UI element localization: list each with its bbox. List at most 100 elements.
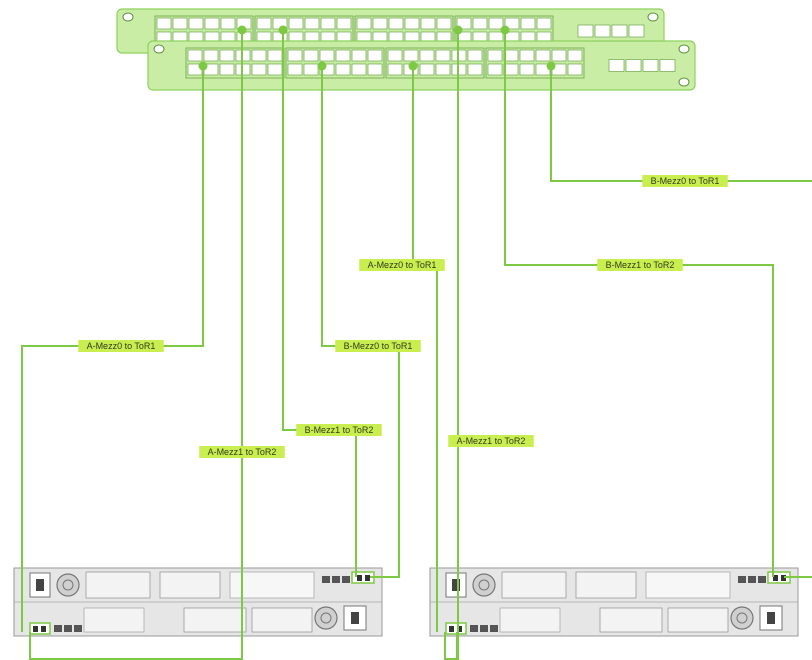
ethernet-port-icon — [356, 17, 372, 30]
cable-label-text: A-Mezz0 to ToR1 — [87, 341, 156, 351]
pcie-slot — [251, 607, 313, 633]
mount-hole-icon — [678, 77, 690, 87]
cable-label-bg — [597, 259, 683, 271]
pcie-slot — [183, 607, 247, 633]
cable-label-bg — [642, 175, 728, 187]
ethernet-port-icon — [456, 17, 472, 30]
mount-hole-icon — [678, 44, 690, 54]
port-group — [385, 47, 485, 79]
cable-label-a-mezz1-tor2-b: A-Mezz1 to ToR2 — [448, 435, 534, 447]
io-module — [229, 571, 315, 599]
sfp-port-icon — [577, 24, 594, 38]
port-group — [485, 47, 585, 79]
fan-icon — [730, 606, 754, 630]
ethernet-port-icon — [420, 17, 436, 30]
sfp-port-icon — [608, 59, 625, 72]
ethernet-port-icon — [367, 63, 383, 76]
cable-label-text: B-Mezz0 to ToR1 — [651, 176, 720, 186]
servers — [13, 567, 799, 637]
ethernet-port-icon — [372, 17, 388, 30]
cable-terminal-dot — [278, 25, 288, 35]
ethernet-port-icon — [219, 63, 235, 76]
usb-port-icon — [470, 625, 478, 632]
usb-port-icon — [74, 625, 82, 632]
usb-port-icon — [322, 576, 330, 583]
cable-terminal-dot — [546, 61, 556, 71]
mount-hole-icon — [153, 44, 165, 54]
cable-label-bg — [448, 435, 534, 447]
ethernet-port-icon — [251, 49, 267, 62]
ethernet-port-icon — [503, 49, 519, 62]
network-cable — [29, 30, 243, 660]
ethernet-port-icon — [351, 49, 367, 62]
ethernet-port-icon — [419, 63, 435, 76]
ethernet-port-icon — [435, 63, 451, 76]
pcie-slot — [159, 571, 221, 599]
cable-label-bg — [296, 424, 382, 436]
cable-terminal-dot — [500, 25, 510, 35]
ethernet-port-icon — [304, 17, 320, 30]
port-pin — [33, 626, 38, 632]
io-module — [83, 607, 145, 633]
cable-label-text: B-Mezz0 to ToR1 — [344, 341, 413, 351]
fan-icon — [314, 606, 338, 630]
cable-terminal-dot — [237, 25, 247, 35]
cable-terminal-dot — [317, 61, 327, 71]
ethernet-port-icon — [187, 49, 203, 62]
ethernet-port-icon — [388, 17, 404, 30]
ethernet-port-icon — [172, 17, 188, 30]
usb-port-icon — [758, 576, 766, 583]
ethernet-port-icon — [336, 17, 352, 30]
ethernet-port-icon — [403, 49, 419, 62]
ethernet-port-icon — [467, 63, 483, 76]
ethernet-port-icon — [467, 49, 483, 62]
ethernet-port-icon — [567, 49, 583, 62]
fan-icon — [736, 612, 748, 624]
usb-port-icon — [748, 576, 756, 583]
fan-icon — [320, 612, 332, 624]
ethernet-port-icon — [287, 63, 303, 76]
network-cable — [321, 66, 400, 578]
sfp-port-icon — [625, 59, 642, 72]
power-inlet-icon — [36, 579, 44, 591]
usb-port-icon — [64, 625, 72, 632]
io-module — [499, 607, 561, 633]
pcie-slot — [667, 607, 729, 633]
cable-label-b-mezz0-tor1: B-Mezz0 to ToR1 — [335, 340, 421, 352]
sfp-port-icon — [642, 59, 659, 72]
fan-icon — [62, 579, 74, 591]
pcie-slot — [85, 571, 151, 599]
cable-label-bg — [335, 340, 421, 352]
ethernet-port-icon — [335, 63, 351, 76]
ethernet-port-icon — [387, 63, 403, 76]
sfp-port-icon — [659, 59, 676, 72]
mount-hole-icon — [122, 12, 134, 22]
cable-terminal-dot — [453, 25, 463, 35]
cable-label-b-mezz1-tor2-b: B-Mezz1 to ToR2 — [597, 259, 683, 271]
ethernet-port-icon — [251, 63, 267, 76]
ethernet-port-icon — [487, 49, 503, 62]
sfp-port-icon — [594, 24, 611, 38]
cable-label-bg — [359, 259, 445, 271]
cable-label-b-mezz0-tor1-b: B-Mezz0 to ToR1 — [642, 175, 728, 187]
server-b — [429, 567, 799, 637]
cable-label-text: B-Mezz1 to ToR2 — [305, 425, 374, 435]
ethernet-port-icon — [536, 17, 552, 30]
port-pin — [457, 626, 462, 632]
ethernet-port-icon — [351, 63, 367, 76]
sfp-port-icon — [628, 24, 645, 38]
ethernet-port-icon — [319, 49, 335, 62]
fan-icon — [472, 573, 496, 597]
pcie-slot — [501, 571, 567, 599]
ethernet-port-icon — [503, 63, 519, 76]
server-a — [13, 567, 383, 637]
ethernet-port-icon — [267, 63, 283, 76]
cable-label-bg — [78, 340, 164, 352]
ethernet-port-icon — [472, 17, 488, 30]
ethernet-port-icon — [320, 17, 336, 30]
cable-terminal-dot — [408, 61, 418, 71]
usb-port-icon — [332, 576, 340, 583]
cable-label-a-mezz1-tor2: A-Mezz1 to ToR2 — [199, 446, 285, 458]
ethernet-port-icon — [551, 49, 567, 62]
mount-hole-icon — [647, 12, 659, 22]
